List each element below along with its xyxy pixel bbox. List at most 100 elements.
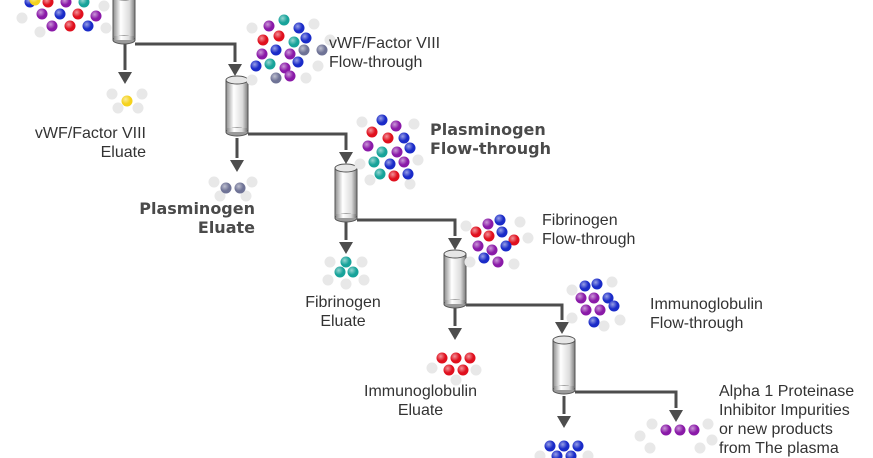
fibrinogen-flow-through-cluster-halo-4 (522, 232, 534, 244)
plasminogen-flow-through-cluster-dotshine-9 (368, 156, 380, 168)
plasma-input-cluster-dotshine-4 (36, 8, 48, 20)
fibrinogen-eluate-cluster-halo-0 (324, 256, 336, 268)
immunoglobulin-eluate-cluster-dotshine-1 (450, 352, 462, 364)
plasminogen-flow-through-cluster-dotshine-0 (376, 114, 388, 126)
immunoglobulin-eluate-cluster-dotshine-0 (436, 352, 448, 364)
fibrinogen-eluate-label: Fibrinogen Eluate (305, 294, 381, 330)
columns (112, 0, 576, 395)
alpha1-cluster-halo-2 (702, 418, 714, 430)
column-5-top (552, 335, 576, 345)
column-1 (112, 0, 136, 45)
connector-5-right (575, 390, 678, 408)
column-5-bottom-fill (554, 386, 574, 390)
vwf-flow-through-cluster-dotshine-13 (279, 62, 291, 74)
plasminogen-flow-through-cluster-halo-5 (404, 178, 416, 190)
immunoglobulin-flow-through-cluster-dotshine-6 (594, 304, 606, 316)
flow-connectors (118, 42, 683, 428)
fibrinogen-flow-through-cluster-dotshine-8 (500, 240, 512, 252)
vwf-flow-through-cluster-dotshine-15 (270, 72, 282, 84)
fibrinogen-flow-through-cluster-dotshine-3 (483, 230, 495, 242)
column-4-bottom-fill (445, 300, 465, 304)
plasma-input-cluster-dotshine-1 (42, 0, 54, 8)
plasminogen-flow-through-cluster-dotshine-3 (382, 132, 394, 144)
vwf-flow-through-cluster-halo-4 (300, 72, 312, 84)
immunoglobulin-eluate-cluster-dotshine-3 (443, 364, 455, 376)
fibrinogen-flow-through-cluster-dotshine-7 (486, 244, 498, 256)
arrow-3-right (448, 238, 462, 250)
column-4-body (443, 253, 467, 305)
final-eluate-cluster-dotshine-0 (544, 440, 556, 452)
vwf-eluate-cluster-halo-2 (112, 102, 124, 114)
plasminogen-flow-through-cluster-dotshine-8 (404, 142, 416, 154)
fibrinogen-flow-through-cluster-dotshine-6 (472, 240, 484, 252)
plasma-input-cluster-halo-2 (100, 22, 112, 34)
fibrinogen-flow-through-cluster-halo-1 (514, 216, 526, 228)
plasminogen-flow-through-cluster-dotshine-11 (398, 156, 410, 168)
plasma-input-cluster-dotshine-2 (60, 0, 72, 8)
plasminogen-eluate-cluster-halo-2 (214, 190, 226, 202)
plasma-input-cluster-dotshine-10 (82, 20, 94, 32)
fibrinogen-eluate-cluster-dotshine-0 (340, 256, 352, 268)
plasma-input-cluster-halo-1 (98, 0, 110, 12)
immunoglobulin-flow-through-cluster-dotshine-7 (608, 300, 620, 312)
connector-3-right (357, 218, 457, 236)
immunoglobulin-flow-through-cluster-halo-4 (598, 320, 610, 332)
connector-2-right (248, 132, 348, 150)
fibrinogen-eluate-cluster (322, 256, 370, 290)
connector-1-right (135, 42, 237, 62)
fibrinogen-eluate-cluster-dotshine-1 (334, 266, 346, 278)
immunoglobulin-flow-through-cluster-dotshine-2 (575, 292, 587, 304)
column-3-body (334, 167, 358, 219)
plasminogen-eluate-cluster (208, 176, 258, 202)
column-5 (552, 335, 576, 395)
vwf-flow-through-cluster-dotshine-4 (273, 30, 285, 42)
immunoglobulin-eluate-cluster-halo-1 (470, 364, 482, 376)
immunoglobulin-eluate-cluster-halo-0 (426, 362, 438, 374)
column-3 (334, 163, 358, 223)
column-1-bottom-fill (114, 36, 134, 40)
column-2-bottom-fill (227, 128, 247, 132)
immunoglobulin-eluate-cluster-halo-2 (450, 374, 462, 386)
final-eluate-cluster-dotshine-2 (572, 440, 584, 452)
connector-4-right (466, 303, 564, 320)
plasminogen-flow-through-cluster-dotshine-5 (362, 140, 374, 152)
plasminogen-flow-through-cluster-halo-4 (364, 174, 376, 186)
plasminogen-eluate-cluster-halo-1 (246, 176, 258, 188)
vwf-flow-through-cluster-halo-0 (246, 22, 258, 34)
arrow-4-right (555, 322, 569, 334)
plasminogen-flow-through-cluster-dotshine-6 (376, 146, 388, 158)
arrow-2-down (230, 160, 244, 172)
column-5-body (552, 339, 576, 391)
vwf-eluate-cluster (106, 88, 148, 114)
plasminogen-flow-through-cluster-dotshine-4 (398, 132, 410, 144)
vwf-flow-through-cluster-dotshine-12 (264, 58, 276, 70)
vwf-flow-through-cluster-dotshine-2 (293, 22, 305, 34)
immunoglobulin-eluate-cluster-dotshine-4 (457, 364, 469, 376)
fibrinogen-flow-through-label: Fibrinogen Flow-through (542, 212, 636, 248)
fibrinogen-flow-through-cluster-dotshine-4 (496, 226, 508, 238)
column-2-body (225, 79, 249, 133)
plasminogen-flow-through-cluster-dotshine-14 (402, 168, 414, 180)
fibrinogen-eluate-cluster-dotshine-2 (347, 266, 359, 278)
fibrinogen-flow-through-cluster-halo-0 (460, 220, 472, 232)
vwf-flow-through-cluster-dotshine-9 (284, 48, 296, 60)
vwf-flow-through-cluster-halo-3 (246, 74, 258, 86)
vwf-flow-through-cluster-dotshine-17 (316, 44, 328, 56)
fibrinogen-eluate-cluster-halo-4 (340, 278, 352, 290)
plasminogen-eluate-cluster-dotshine-0 (220, 182, 232, 194)
protein-clusters (16, 0, 718, 458)
plasminogen-eluate-cluster-halo-3 (240, 190, 252, 202)
vwf-flow-through-cluster-dotshine-7 (256, 48, 268, 60)
plasma-input-cluster-dotshine-9 (64, 20, 76, 32)
arrow-5-right (669, 410, 683, 422)
plasma-input-cluster-dotshine-3 (78, 0, 90, 8)
fibrinogen-eluate-cluster-halo-3 (358, 274, 370, 286)
vwf-flow-through-cluster-dotshine-6 (300, 32, 312, 44)
immunoglobulin-flow-through-cluster-halo-1 (606, 276, 618, 288)
plasminogen-flow-through-cluster-dotshine-7 (391, 146, 403, 158)
plasminogen-flow-through-cluster-halo-2 (354, 158, 366, 170)
plasminogen-flow-through-cluster-halo-3 (412, 154, 424, 166)
immunoglobulin-eluate-cluster-dotshine-2 (464, 352, 476, 364)
alpha1-cluster-halo-0 (634, 430, 646, 442)
plasma-input-cluster-dotshine-7 (90, 10, 102, 22)
